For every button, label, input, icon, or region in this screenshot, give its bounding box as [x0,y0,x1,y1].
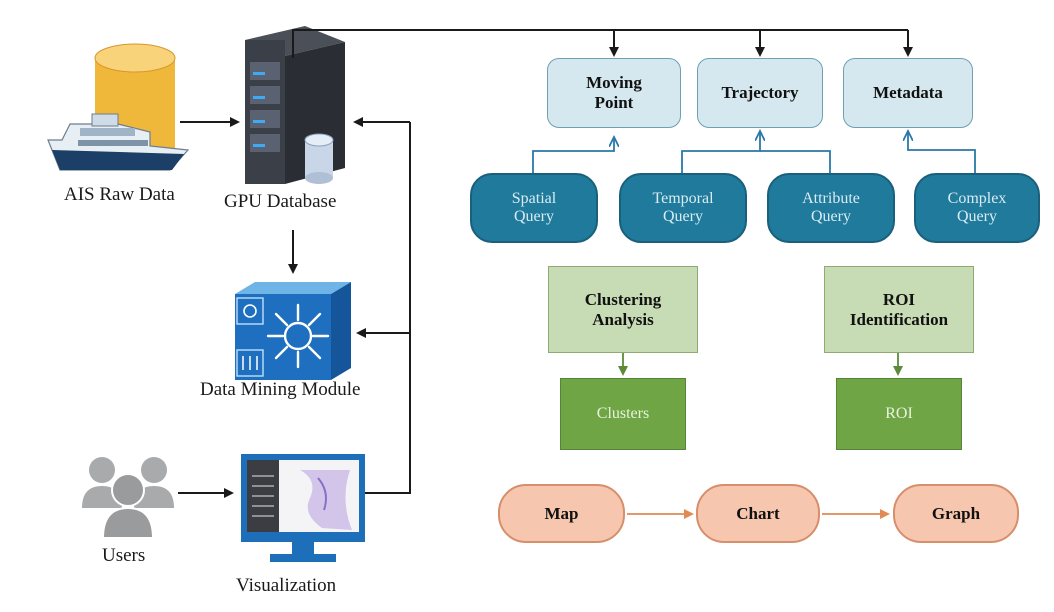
roi-line2: Identification [849,309,949,329]
moving-point-line1: Moving [586,73,642,93]
roi-line1: ROI [882,289,916,309]
map-label: Map [544,503,579,523]
complex-query-line2: Query [957,208,997,225]
users-label: Users [102,545,146,566]
temporal-query-line2: Query [663,208,703,225]
complex-query-line1: Complex [947,189,1007,207]
visualization-label: Visualization [236,575,337,596]
top-bus-line [292,29,908,58]
map-pill: Map [498,484,625,543]
network-switch-icon [235,282,351,380]
roi-label: ROI [885,404,913,422]
system-arrows [178,29,913,498]
clustering-line2: Analysis [592,309,654,329]
feedback-line [365,122,411,494]
moving-point-line2: Point [594,93,634,112]
graph-pill: Graph [893,484,1019,543]
graph-label: Graph [931,503,981,523]
clusters-label: Clusters [596,404,650,422]
analysis-arrows [618,353,903,376]
temporal-query-line1: Temporal [652,189,714,207]
database-cylinder-icon [304,133,334,184]
spatial-query-line2: Query [514,208,554,225]
trajectory-line1: Trajectory [721,83,799,103]
data-mining-module-label: Data Mining Module [200,379,361,400]
spatial-query-line1: Spatial [511,189,557,207]
attribute-query-line1: Attribute [802,189,860,207]
clustering-line1: Clustering [584,289,662,309]
roi-box: ROI [836,378,962,450]
users-group-icon [82,457,174,539]
monitor-icon [241,454,365,562]
server-rack-icon [245,26,345,184]
gpu-database-label: GPU Database [224,191,337,212]
attribute-query-line2: Query [811,208,851,225]
chart-label: Chart [736,503,780,523]
cargo-ship-icon [47,43,190,171]
ais-raw-data-label: AIS Raw Data [64,184,175,205]
trajectory-box: Trajectory [697,58,823,128]
clusters-box: Clusters [560,378,686,450]
query-connectors [532,132,976,173]
metadata-line1: Metadata [873,83,943,103]
metadata-box: Metadata [843,58,973,128]
chart-pill: Chart [696,484,820,543]
